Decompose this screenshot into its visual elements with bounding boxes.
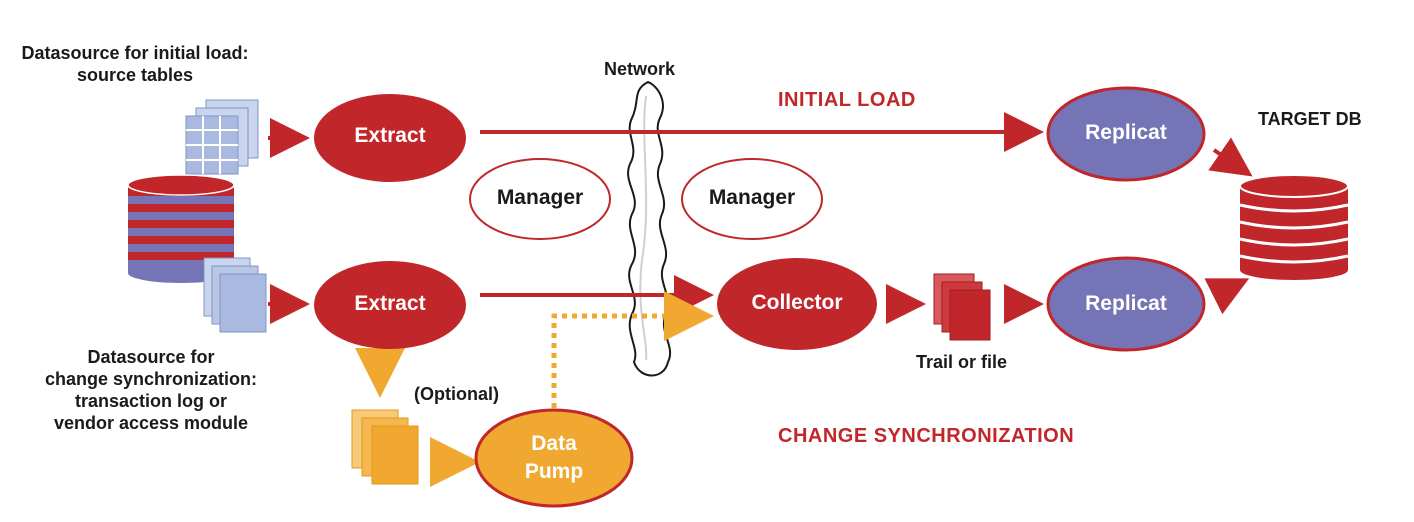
replicat-top-node [1046, 86, 1206, 182]
target-database-icon [1239, 174, 1349, 280]
datasource-initial-label: Datasource for initial load: source tabl… [21, 43, 249, 85]
extract-top-label: Extract [354, 124, 426, 147]
replicat-bottom-label: Replicat [1085, 292, 1167, 315]
network-cloud [627, 80, 671, 377]
datasource-change-label: Datasource for change synchronization: t… [44, 347, 258, 433]
change-sync-heading: CHANGE SYNCHRONIZATION [778, 425, 1075, 447]
optional-label: (Optional) [414, 384, 499, 404]
manager-right-node [681, 158, 823, 240]
extract-bottom-node [314, 261, 466, 349]
pump-trail-icon [351, 409, 419, 485]
source-tables-icon [185, 99, 259, 175]
manager-right-label: Manager [708, 186, 796, 209]
replicat-top-label: Replicat [1085, 121, 1167, 144]
network-label: Network [604, 59, 676, 79]
initial-load-heading: INITIAL LOAD [778, 89, 916, 111]
replicat-bottom-node [1046, 256, 1206, 352]
data-pump-label: Data Pump [524, 432, 584, 483]
manager-left-label: Manager [496, 186, 584, 209]
extract-top-node [314, 94, 466, 182]
manager-left-node [469, 158, 611, 240]
collector-label: Collector [751, 291, 843, 314]
extract-bottom-label: Extract [354, 292, 426, 315]
trail-file-icon [933, 273, 991, 341]
trail-or-file-label: Trail or file [916, 352, 1008, 372]
target-db-label: TARGET DB [1258, 109, 1362, 129]
collector-node [717, 258, 877, 350]
data-pump-node [474, 408, 634, 508]
transaction-log-icon [203, 257, 267, 333]
